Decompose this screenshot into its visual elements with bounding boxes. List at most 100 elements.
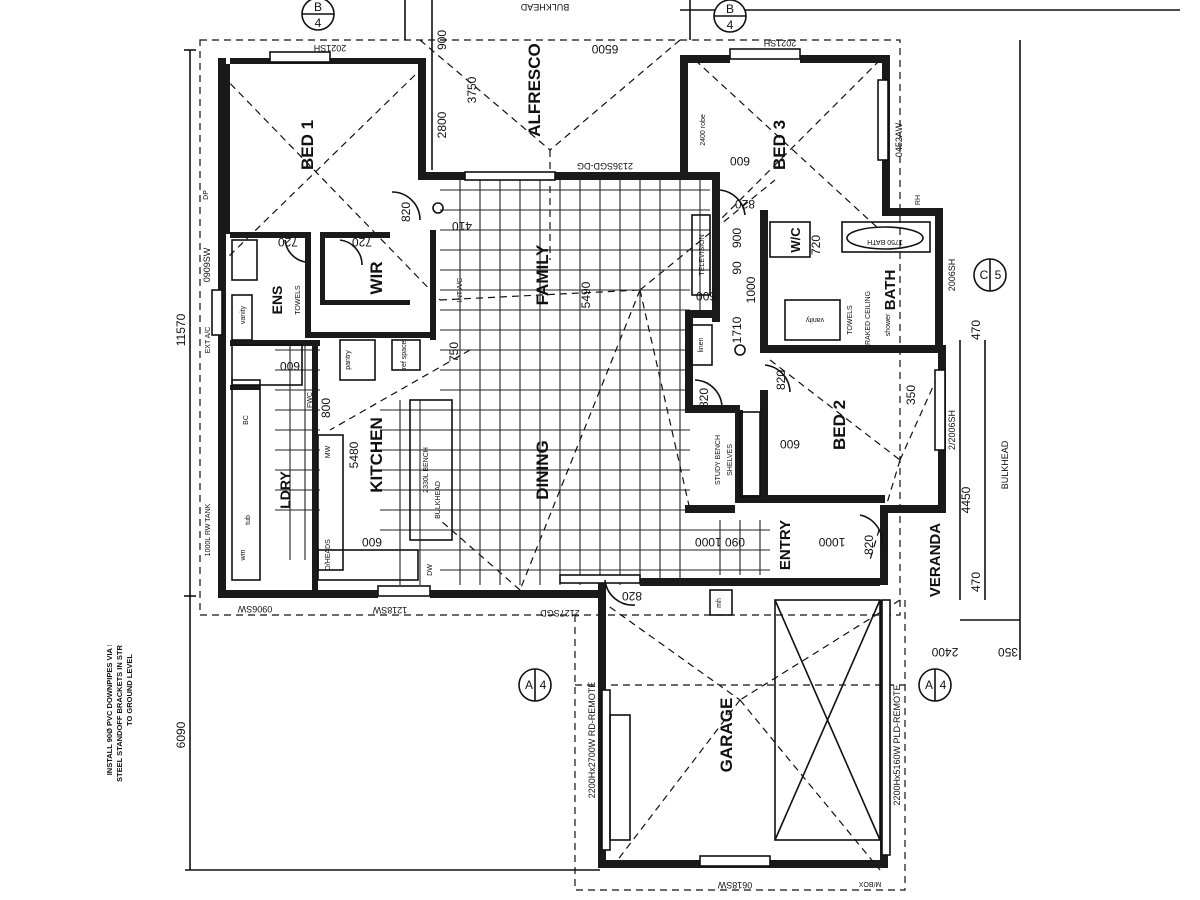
window-2006sh: 2006SH	[947, 259, 957, 292]
section-marker-b-right: B 4	[713, 0, 747, 33]
room-bed2: BED 2	[830, 400, 849, 450]
room-ldry: LDRY	[277, 471, 293, 509]
label-towels-ens: TOWELS	[295, 285, 302, 315]
label-fwc: FWC	[307, 392, 314, 408]
room-bed3: BED 3	[770, 120, 789, 170]
dim-470a: 470	[969, 320, 983, 340]
garage-door-pld: 2200Hx5160W PLD-REMOTE	[892, 684, 902, 805]
label-shower: shower	[885, 313, 892, 336]
window-0909sw: 0909SW	[202, 247, 212, 282]
dim-600a: 600	[730, 154, 750, 168]
label-study-bench: STUDY BENCH	[715, 435, 722, 485]
fixtures	[231, 189, 931, 616]
room-labels: BED 1 BED 3 BED 2 ALFRESCO FAMILY DINING…	[269, 43, 944, 772]
window-2021sh-bed3: 2021SH	[764, 38, 797, 48]
label-int-ac: INT A/C	[457, 278, 464, 302]
label-vanity-bath: vanity	[805, 316, 824, 323]
label-shelves: SHELVES	[727, 444, 734, 476]
downpipe-note: INSTALL 90Ø PVC DOWNPIPES VIA STAINLESS …	[105, 645, 134, 782]
dim-11570: 11570	[174, 313, 188, 346]
label-tub: tub	[245, 515, 252, 525]
section-marker-b-left: B 4	[301, 0, 335, 31]
dim-1710: 1710	[730, 316, 744, 343]
window-0452aw: 0452AW	[894, 122, 904, 157]
dim-820a: 820	[399, 202, 413, 222]
room-dining: DINING	[533, 440, 552, 500]
window-1218sw: 1218SW	[372, 605, 407, 615]
door-2127sgd: 2127SGD	[540, 608, 580, 618]
dim-820d: 820	[697, 388, 711, 408]
section-marker-a-left: A 4	[518, 668, 552, 702]
window-0618sw: 0618SW	[717, 880, 752, 890]
label-raked-ceiling: RAKED CEILING	[865, 291, 872, 345]
label-dp: DP	[203, 190, 210, 200]
label-bulkhead-top: BULKHEAD	[520, 2, 569, 12]
room-veranda: VERANDA	[927, 523, 944, 597]
fixture-labels: BULKHEAD BULKHEAD 2330L BENCH BULKHEAD p…	[105, 2, 1010, 887]
label-vanity-ens: vanity	[240, 305, 247, 324]
dim-5480: 5480	[347, 441, 361, 468]
label-bc: BC	[243, 415, 250, 425]
svg-text:B: B	[726, 2, 734, 16]
dim-720c: 720	[809, 235, 823, 255]
dim-900b: 900	[730, 228, 744, 248]
dim-600c: 600	[362, 535, 382, 549]
room-entry: ENTRY	[777, 520, 794, 570]
dim-800: 800	[319, 398, 333, 418]
svg-text:A: A	[525, 678, 533, 692]
dim-4450: 4450	[959, 486, 973, 513]
room-wc: W/C	[788, 227, 803, 253]
svg-text:4: 4	[727, 18, 734, 32]
label-robe: 2400 robe	[700, 114, 707, 146]
room-wir: WIR	[367, 261, 386, 294]
garage-door-rd: 2200Hx2700W RD-REMOTE	[587, 682, 597, 799]
label-dw: DW	[427, 564, 434, 576]
label-bath-tub: 1750 BATH	[867, 238, 903, 245]
room-alfresco: ALFRESCO	[525, 43, 544, 137]
section-marker-c: C 5	[973, 258, 1007, 292]
window-2021sh-bed1: 2021SH	[314, 43, 347, 53]
dim-6090: 6090	[174, 721, 188, 748]
dim-600b: 600	[780, 437, 800, 451]
svg-text:4: 4	[940, 678, 947, 692]
room-garage: GARAGE	[717, 698, 736, 773]
svg-text:B: B	[314, 0, 322, 14]
label-bench: 2330L BENCH	[423, 447, 430, 493]
dim-5490: 5490	[579, 281, 593, 308]
dim-720a: 720	[352, 235, 372, 249]
dim-720b: 720	[278, 235, 298, 249]
dim-350a: 350	[998, 645, 1018, 659]
room-family: FAMILY	[533, 244, 552, 305]
label-overheads: O/HEADS	[325, 539, 332, 571]
label-linen: linen	[698, 338, 705, 353]
window-labels: 2021SH 2021SH 0909SW 0906SW 1218SW 0618S…	[202, 38, 957, 890]
label-bulkhead-right: BULKHEAD	[1000, 440, 1010, 489]
label-towels-bath: TOWELS	[847, 305, 854, 335]
window-frames	[211, 48, 946, 867]
label-bulkhead-bench: BULKHEAD	[435, 481, 442, 519]
walls	[218, 55, 946, 868]
label-pantry: pantry	[345, 350, 352, 370]
room-bed1: BED 1	[298, 120, 317, 170]
room-kitchen: KITCHEN	[367, 417, 386, 493]
dim-820f: 820	[862, 535, 876, 555]
label-ref-space: ref space	[401, 340, 408, 369]
dim-1000b: 1000	[818, 535, 845, 549]
dim-2800: 2800	[435, 111, 449, 138]
dim-2400: 2400	[931, 645, 958, 659]
dim-820b: 820	[735, 197, 755, 211]
room-ens: ENS	[269, 286, 285, 315]
dim-1000: 1000	[744, 276, 758, 303]
door-2136sgd-dg: 2136SGD-DG	[577, 161, 633, 171]
label-mh: mh	[716, 598, 723, 608]
dim-600d: 600	[280, 359, 300, 373]
dim-820e: 820	[622, 589, 642, 603]
label-tank: 1000L RW TANK	[205, 503, 212, 556]
svg-text:4: 4	[315, 16, 322, 30]
floor-tiles	[275, 175, 770, 585]
svg-text:A: A	[925, 678, 933, 692]
label-mw: MW	[325, 445, 332, 458]
dim-090-1000: 090 1000	[695, 535, 745, 549]
dim-900: 900	[435, 30, 449, 50]
